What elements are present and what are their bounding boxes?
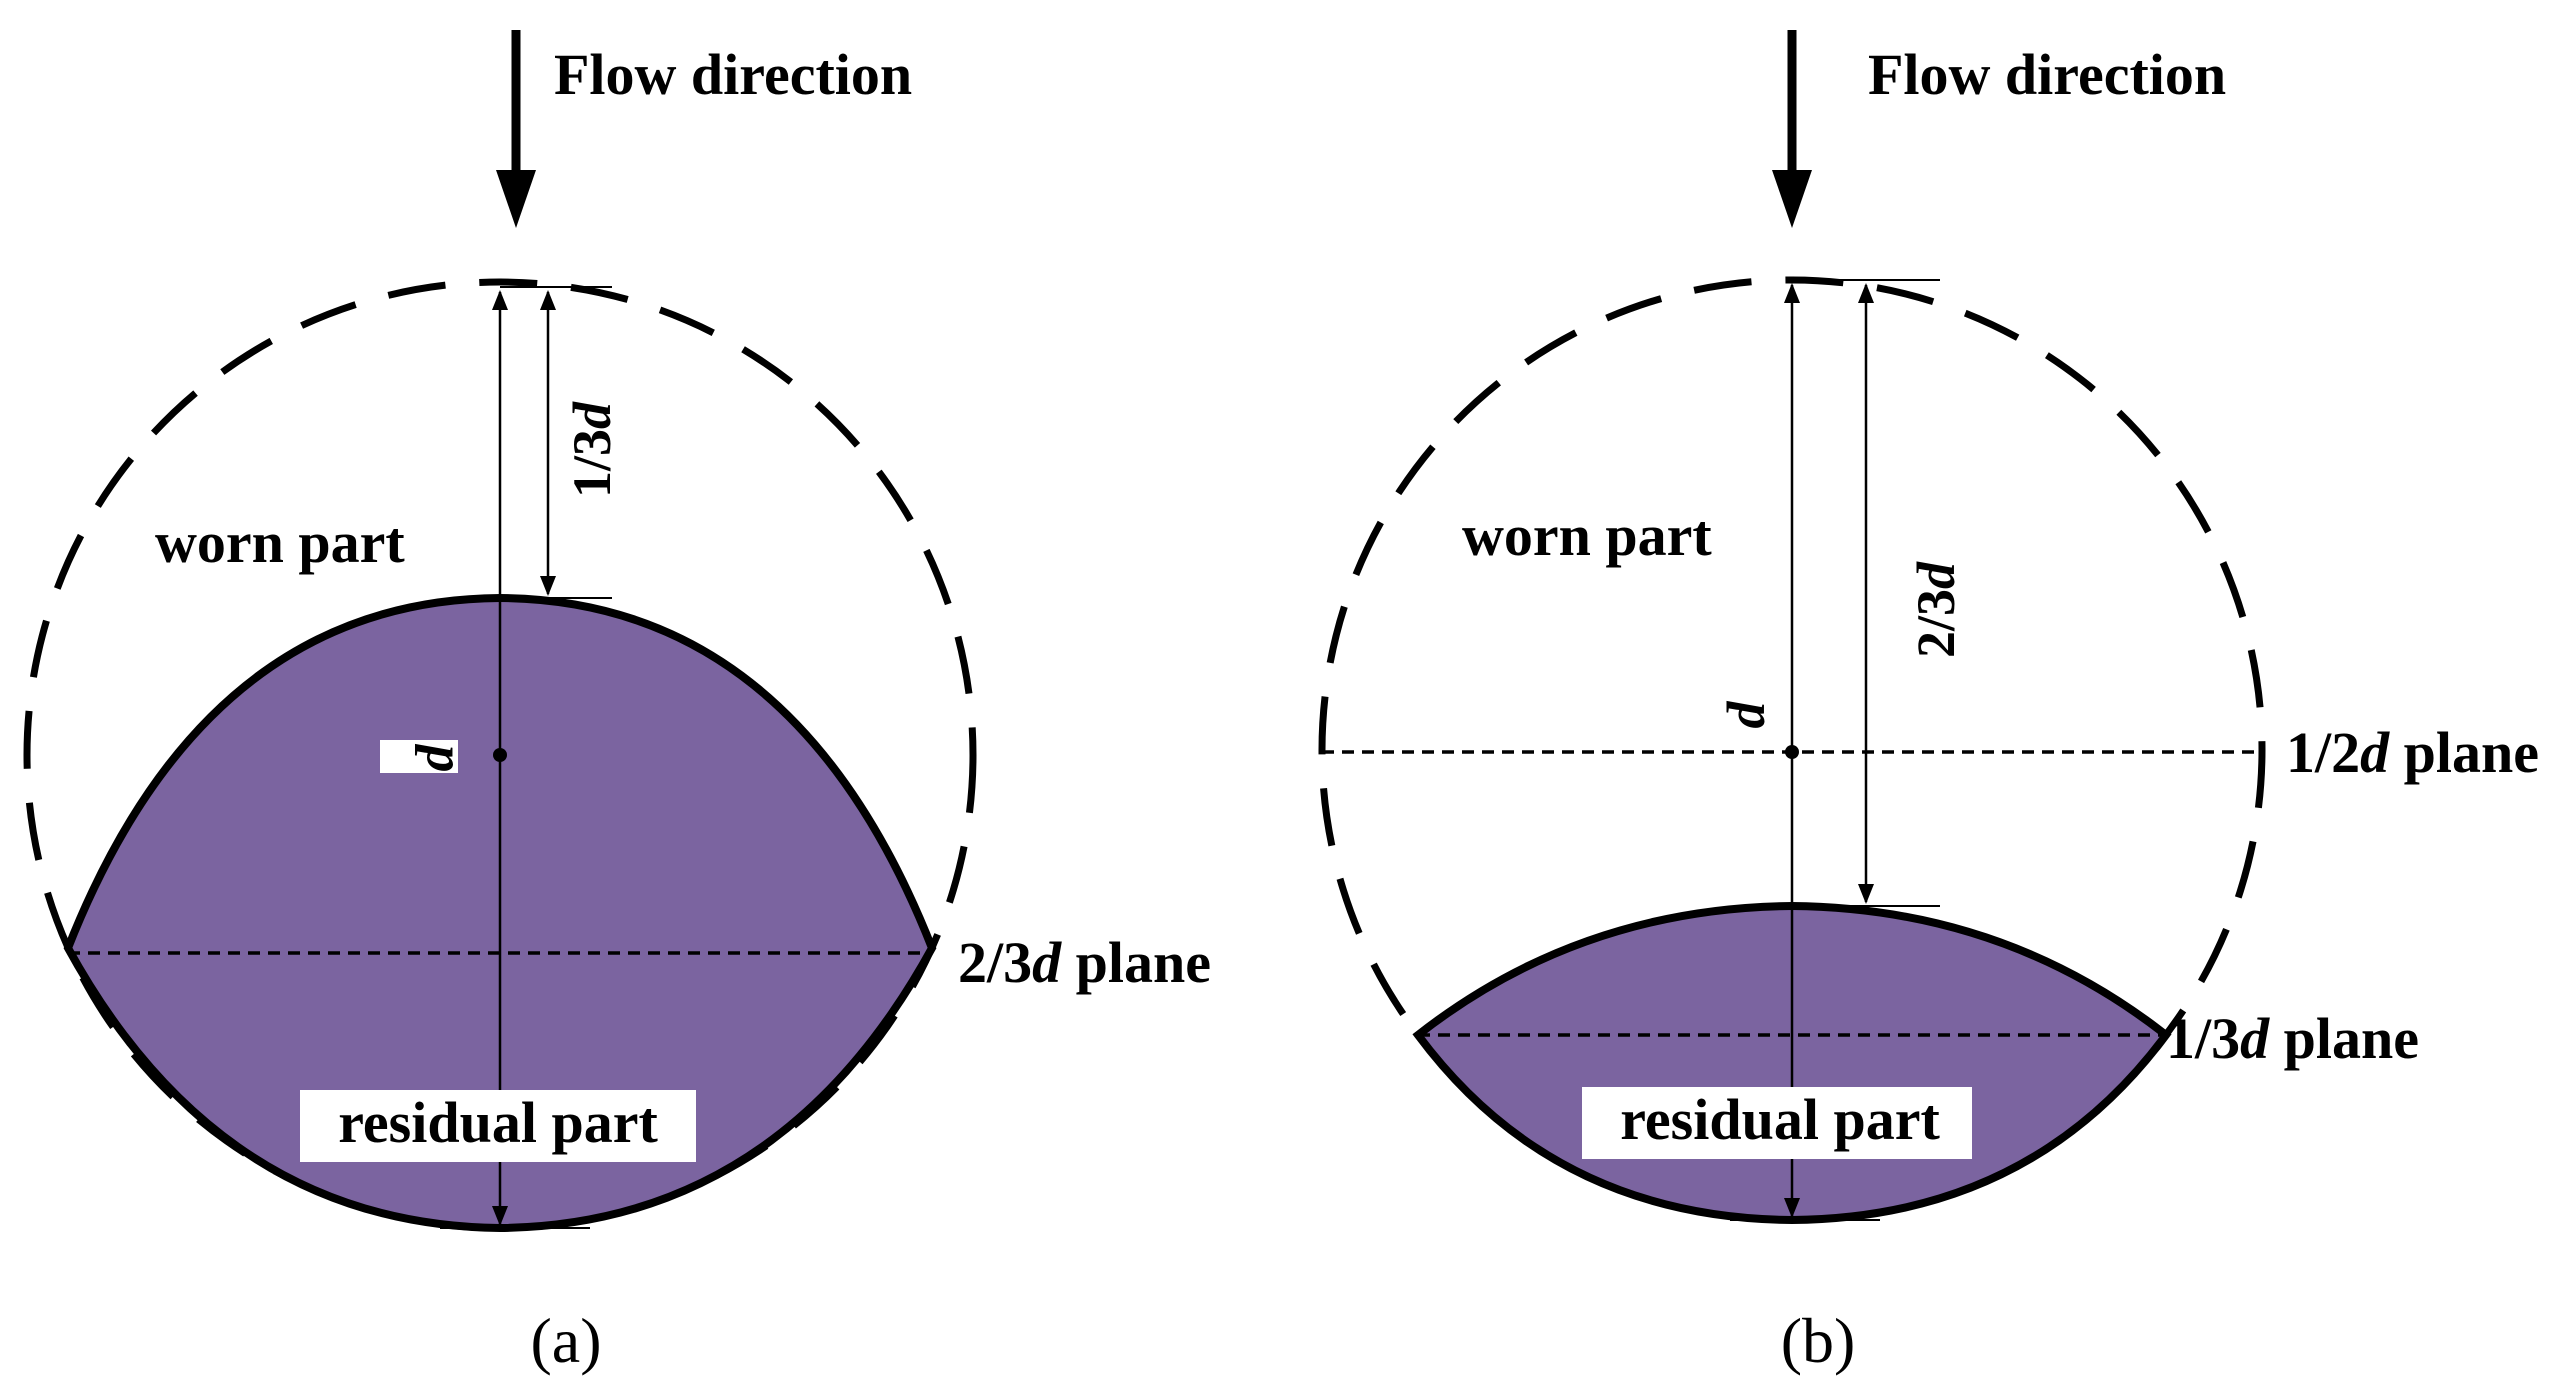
panel-b: Flow direction d 2/3d worn part residual… bbox=[1318, 30, 2539, 1376]
plane-label-b: 1/3d plane bbox=[2166, 1006, 2419, 1071]
mid-plane-label-b: 1/2d plane bbox=[2286, 720, 2539, 785]
worn-part-label-b: worn part bbox=[1462, 503, 1712, 568]
d-label-a: d bbox=[404, 744, 464, 772]
d-label-b: d bbox=[1716, 701, 1776, 729]
d-label-box-a bbox=[380, 740, 458, 773]
flow-direction-label-a: Flow direction bbox=[554, 42, 912, 107]
residual-label-box-a bbox=[300, 1090, 696, 1162]
flow-direction-label-b: Flow direction bbox=[1868, 42, 2226, 107]
center-point-a bbox=[493, 748, 507, 762]
two-thirds-d-label-b: 2/3d bbox=[1906, 561, 1966, 658]
residual-part-label-b: residual part bbox=[1620, 1087, 1940, 1152]
residual-part-label-a: residual part bbox=[338, 1090, 658, 1155]
residual-label-box-b bbox=[1582, 1087, 1972, 1159]
flow-arrow-b bbox=[1772, 30, 1812, 228]
plane-label-a: 2/3d plane bbox=[958, 930, 1211, 995]
caption-a: (a) bbox=[530, 1305, 601, 1376]
caption-b: (b) bbox=[1781, 1305, 1856, 1376]
panel-a: Flow direction d 1/3d worn part residual… bbox=[23, 30, 1211, 1376]
worn-part-label-a: worn part bbox=[155, 510, 405, 575]
flow-arrow-a bbox=[496, 30, 536, 228]
one-third-d-label-a: 1/3d bbox=[562, 401, 622, 498]
center-point-b bbox=[1785, 745, 1799, 759]
